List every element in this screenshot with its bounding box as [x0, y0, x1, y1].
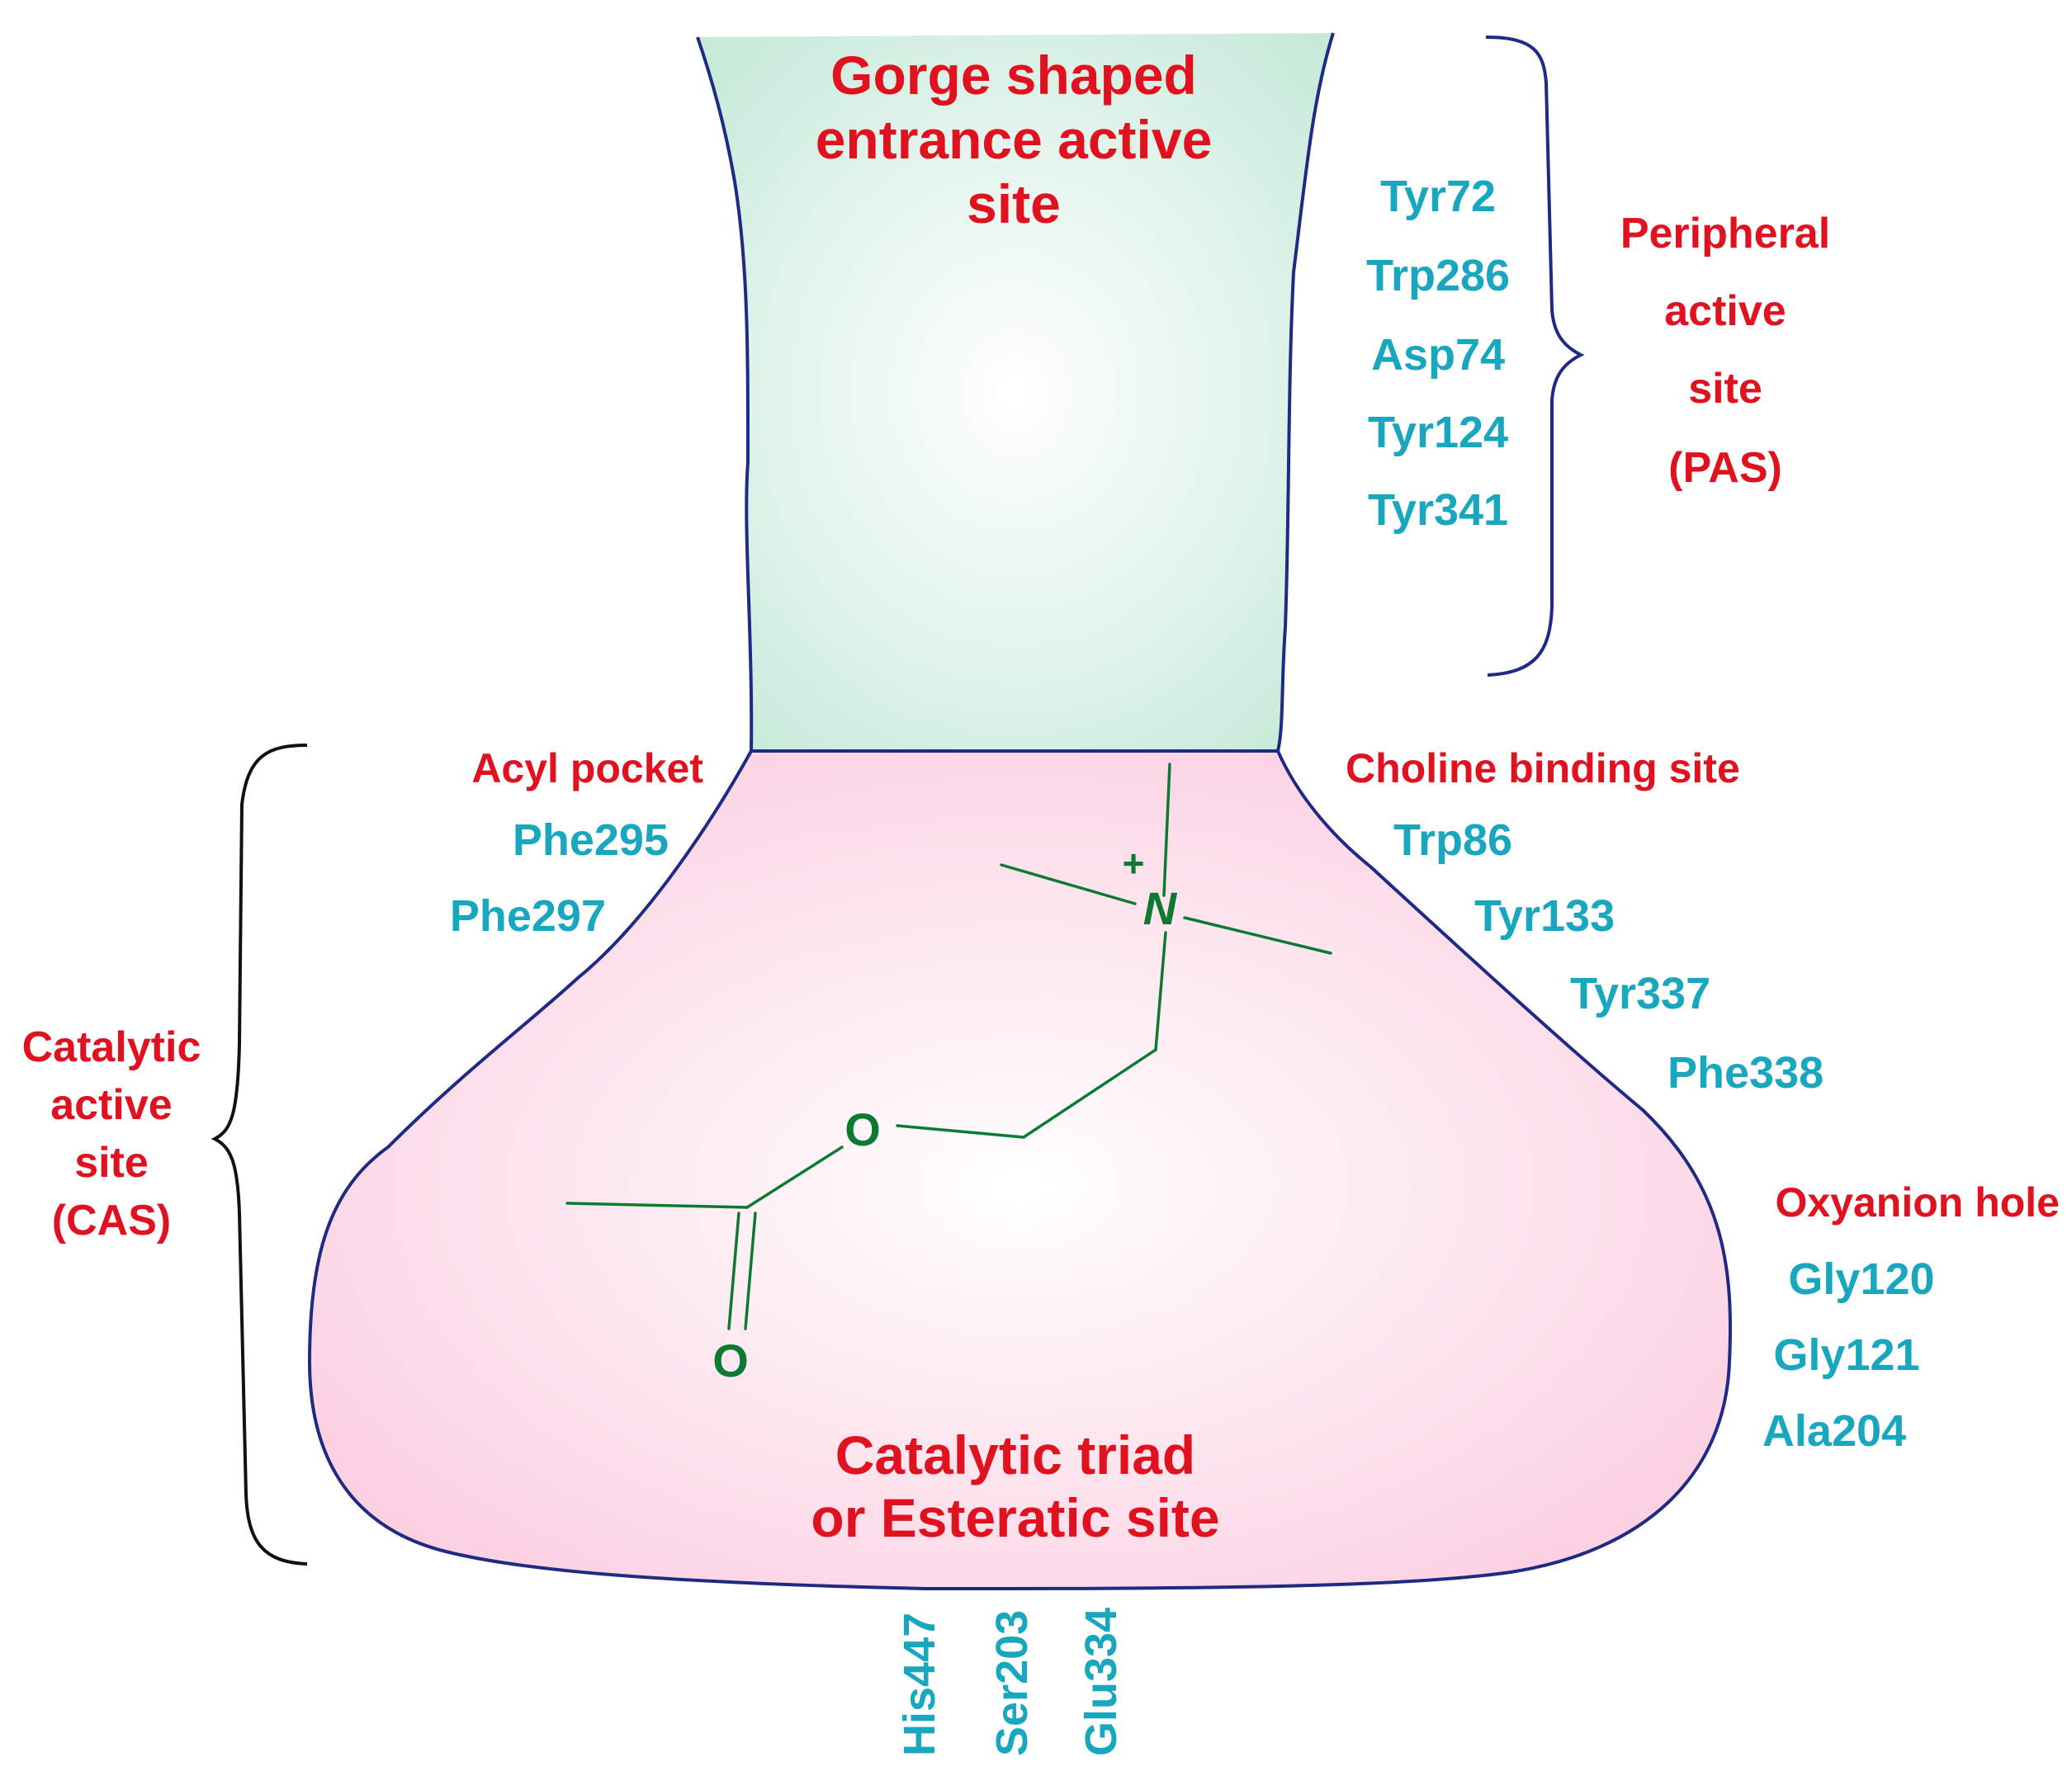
methyl-carbonyl-bond [565, 1202, 749, 1209]
oxyanion-hole-residue: Gly121 [1773, 1330, 1919, 1380]
pas-label-line-3: site [1688, 365, 1762, 413]
gorge-title-line-2: entrance active [816, 109, 1213, 170]
carbonyl-double-bond-b [744, 1212, 757, 1330]
choline-binding-site-label: Choline binding site [1346, 745, 1740, 791]
n-ch2-bond [1154, 931, 1167, 1051]
choline-binding-residue: Tyr133 [1474, 891, 1615, 941]
pas-label-line-2: active [1664, 287, 1786, 335]
oxyanion-hole-residue: Ala204 [1762, 1406, 1906, 1456]
catalytic-triad-label-line-1: Catalytic triad [835, 1424, 1195, 1486]
choline-binding-residue: Trp86 [1393, 815, 1512, 865]
catalytic-triad-residue: Ser203 [987, 1610, 1037, 1756]
cas-label-line-1: Catalytic [22, 1023, 201, 1071]
pas-residue: Asp74 [1371, 330, 1505, 380]
nitrogen-atom: N [1143, 882, 1178, 934]
n-methyl-bond-top [1162, 763, 1171, 897]
catalytic-triad-residue: Glu334 [1076, 1608, 1126, 1756]
pas-residue: Trp286 [1366, 251, 1510, 300]
n-methyl-bond-left [1000, 863, 1137, 905]
gorge-left-wall [696, 36, 754, 752]
gorge-right-wall [1276, 32, 1335, 752]
oxyanion-hole-residue: Gly120 [1788, 1254, 1934, 1304]
gorge-title-line-1: Gorge shaped [830, 45, 1197, 106]
choline-binding-residue: Phe338 [1668, 1048, 1824, 1098]
pas-label-line-1: Peripheral [1620, 210, 1830, 257]
nitrogen-charge: + [1123, 842, 1145, 885]
pas-residue: Tyr341 [1368, 485, 1508, 535]
n-methyl-bond-right [1183, 916, 1332, 955]
catalytic-triad-label-line-2: or Esteratic site [811, 1487, 1219, 1548]
choline-binding-residue: Tyr337 [1570, 969, 1710, 1018]
cas-bracket [211, 744, 308, 1566]
acyl-pocket-residue: Phe297 [450, 891, 606, 941]
pas-bracket [1485, 35, 1585, 677]
ch2-o-bond [896, 1124, 1025, 1139]
gorge-title-line-3: site [967, 173, 1061, 234]
pas-residue: Tyr72 [1380, 172, 1496, 221]
pas-residue: Tyr124 [1368, 408, 1508, 457]
pas-label-line-4: (PAS) [1668, 444, 1782, 492]
acyl-pocket-residue: Phe295 [513, 815, 669, 865]
o-carbonyl-carbon-bond [745, 1145, 844, 1209]
ch2-ch2-bond [1022, 1048, 1157, 1139]
catalytic-pocket-shape [307, 749, 1732, 1591]
cas-label-line-3: site [74, 1139, 149, 1187]
acyl-pocket-label: Acyl pocket [471, 745, 703, 791]
cas-label-line-4: (CAS) [52, 1197, 171, 1245]
acetylcholine-molecule [565, 763, 1332, 1330]
oxyanion-hole-label: Oxyanion hole [1775, 1179, 2060, 1226]
carbonyl-oxygen-atom: O [712, 1334, 749, 1386]
ester-oxygen-atom: O [844, 1103, 881, 1155]
gorge-entrance-shape [698, 33, 1333, 751]
carbonyl-double-bond-a [727, 1212, 740, 1330]
catalytic-triad-residue: His447 [895, 1613, 944, 1756]
cas-label-line-2: active [50, 1081, 172, 1129]
